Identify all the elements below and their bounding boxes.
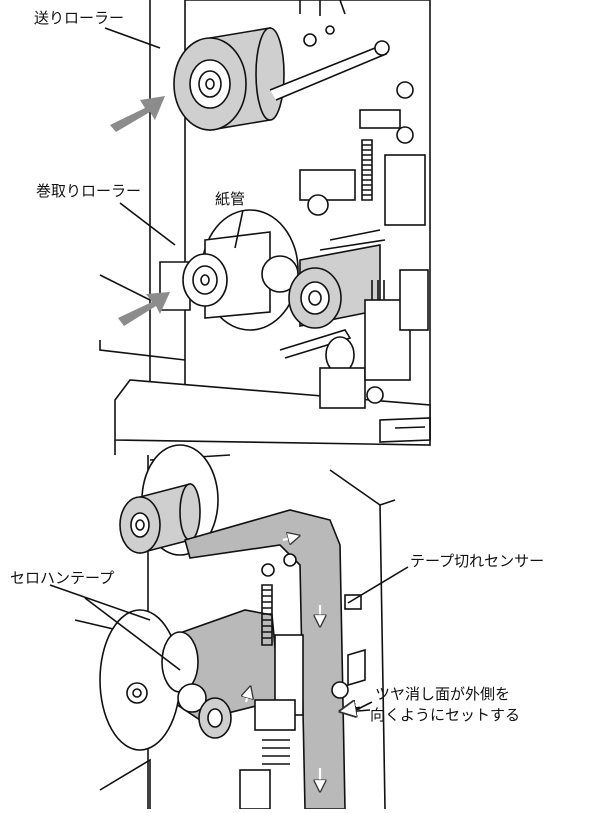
- top-arrows: [110, 96, 170, 326]
- matte-side-note-line1: ツヤ消し面が外側を: [375, 685, 511, 703]
- cellophane-tape-reel: [74, 609, 207, 751]
- matte-side-note-line2: 向くようにセットする: [370, 706, 521, 724]
- tape-out-sensor-label: テープ切れセンサー: [410, 552, 545, 570]
- top-panel: [99, 0, 431, 455]
- takeup-roller-label: 巻取りローラー: [36, 182, 142, 200]
- bottom-panel: [49, 444, 409, 810]
- feed-roller: [173, 27, 285, 131]
- takeup-roller: [159, 209, 299, 331]
- paper-tube-label: 紙管: [215, 190, 246, 208]
- cellophane-tape-label: セロハンテープ: [10, 569, 115, 587]
- feed-roller-label: 送りローラー: [34, 9, 125, 27]
